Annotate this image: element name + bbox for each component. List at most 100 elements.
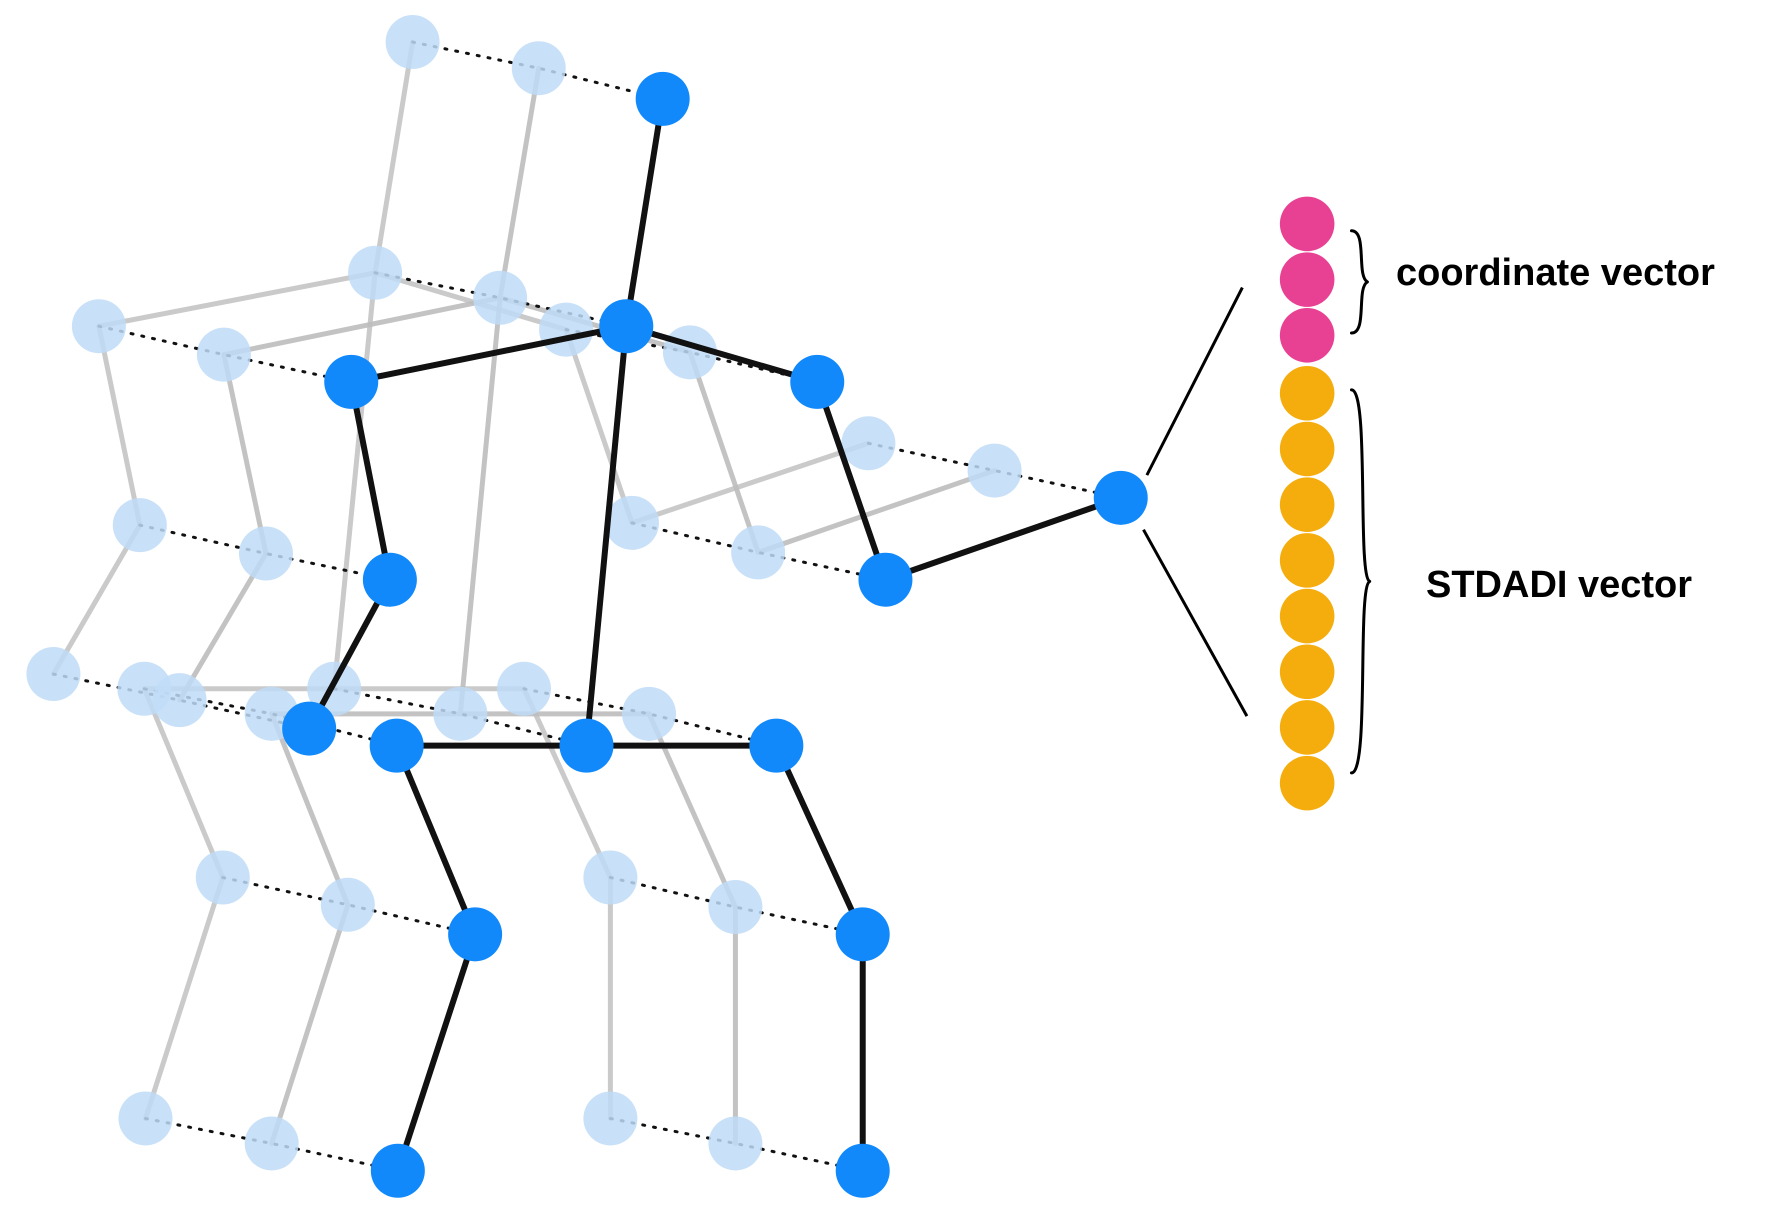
temporal-link [608, 875, 865, 936]
ghost-bones [50, 39, 998, 1146]
coordinate-element [1279, 308, 1335, 363]
ghost-joint [708, 1116, 763, 1171]
ghost-joint [583, 850, 638, 905]
temporal-link [866, 441, 1123, 500]
ghost-joint [731, 525, 786, 580]
ghost-bone [372, 39, 416, 276]
ghost-joint [320, 877, 375, 932]
bone [348, 323, 630, 385]
joint-head [635, 71, 690, 126]
temporal-link [332, 687, 589, 748]
ghost-joint [604, 495, 659, 550]
ghost-bone [497, 65, 542, 301]
temporal-link [97, 324, 353, 384]
ghost-bone [221, 352, 269, 557]
joint-lel [362, 552, 417, 607]
coordinate-brace [1349, 229, 1369, 335]
stdadi-vector-label: STDADI vector [1426, 564, 1693, 606]
joint-rha [1093, 470, 1148, 525]
ghost-joint [539, 302, 594, 357]
stdadi-element [1279, 588, 1335, 644]
ghost-joint [71, 299, 126, 354]
skeleton-bones [306, 95, 1124, 1174]
callout-line-upper [1145, 286, 1244, 476]
joint-rhip [749, 718, 804, 773]
ghost-bone [563, 327, 635, 526]
joint-rsh [790, 354, 845, 409]
temporal-link [143, 1116, 400, 1173]
ghost-bone [269, 711, 351, 908]
ghost-joints [26, 15, 1022, 1171]
ghost-joint [967, 443, 1022, 498]
ghost-joint [433, 686, 488, 741]
bone [814, 378, 889, 583]
ghost-bone [372, 270, 569, 333]
temporal-link [51, 672, 311, 731]
stdadi-element [1279, 700, 1335, 755]
ghost-joint [473, 270, 528, 325]
bone [773, 742, 866, 938]
temporal-link [608, 1116, 865, 1173]
bone [348, 378, 393, 583]
ghost-joint [385, 15, 440, 70]
bone [306, 576, 393, 732]
stdadi-element [1279, 366, 1335, 421]
joint-lsh [324, 354, 379, 409]
ghost-bone [269, 902, 351, 1146]
ghost-joint [152, 673, 207, 728]
bone [583, 323, 630, 749]
joint-lkn [448, 907, 503, 962]
stdadi-element [1279, 477, 1335, 532]
ghost-joint [196, 327, 251, 382]
temporal-link [138, 523, 392, 582]
braces [1349, 229, 1372, 775]
temporal-link [373, 271, 628, 328]
ghost-bone [687, 349, 761, 555]
temporal-links [51, 40, 1123, 1173]
ghost-joint [708, 880, 763, 935]
ghost-joint [112, 498, 167, 553]
stdadi-element [1279, 644, 1335, 700]
stdadi-element [1279, 533, 1335, 588]
temporal-link [630, 521, 887, 582]
feature-vector [1279, 196, 1335, 811]
stdadi-element [1279, 755, 1335, 811]
bone [394, 931, 479, 1174]
joint-neck [599, 299, 654, 354]
ghost-joint [622, 686, 677, 741]
ghost-bone [331, 270, 378, 692]
joint-lft [370, 1143, 425, 1198]
skeleton-joints [282, 71, 1148, 1198]
ghost-bone [50, 522, 143, 677]
stdadi-brace [1349, 388, 1372, 775]
ghost-joint [195, 850, 250, 905]
ghost-bone [497, 295, 693, 355]
bone [623, 323, 821, 385]
ghost-joint [244, 1116, 299, 1171]
ghost-joint [26, 647, 81, 702]
stdadi-element [1279, 421, 1335, 477]
joint-rel [858, 552, 913, 607]
ghost-joint [118, 1091, 173, 1146]
bone [882, 494, 1124, 583]
callout-lines [1142, 286, 1249, 717]
ghost-joint [583, 1091, 638, 1146]
ghost-bone [521, 686, 613, 880]
ghost-bone [177, 551, 269, 703]
ghost-bone [457, 295, 503, 717]
coordinate-vector-label: coordinate vector [1396, 252, 1715, 294]
bone [393, 742, 479, 938]
joint-lha [282, 701, 337, 756]
ghost-joint [496, 661, 551, 716]
ghost-bone [142, 874, 226, 1121]
joint-lhip [369, 718, 424, 773]
ghost-joint [511, 41, 566, 96]
ghost-bone [221, 295, 503, 358]
coordinate-element [1279, 252, 1335, 307]
ghost-joint [841, 416, 896, 471]
ghost-joint [348, 245, 403, 300]
ghost-bone [96, 270, 378, 329]
bone [623, 95, 666, 330]
joint-rkn [835, 907, 890, 962]
